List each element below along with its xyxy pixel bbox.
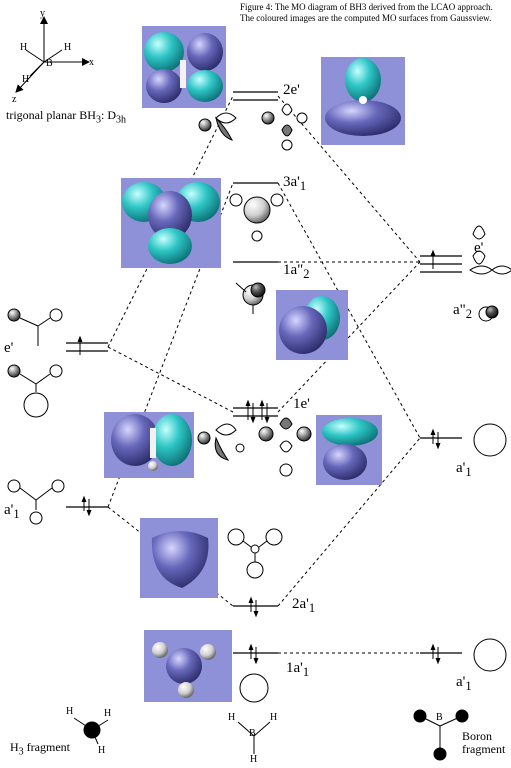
bh3-atom-h3: H bbox=[250, 754, 258, 765]
levels-h3 bbox=[66, 342, 108, 508]
figure-caption: Figure 4: The MO diagram of BH3 derived … bbox=[240, 2, 493, 23]
label-b-a1-low: a'1 bbox=[456, 674, 472, 693]
mo-surface-2a1 bbox=[140, 518, 218, 598]
mo-surface-1e-left bbox=[104, 412, 194, 478]
mo-surface-1e-right bbox=[316, 415, 382, 485]
ao-cartoons bbox=[7, 103, 511, 703]
axis-z-label: z bbox=[12, 94, 17, 105]
label-h3-a1: a'1 bbox=[4, 502, 20, 521]
molecule-label: trigonal planar BH3: D3h bbox=[6, 108, 126, 126]
h3-atom-h1: H bbox=[66, 706, 74, 717]
h3-fragment-label: H3 fragment bbox=[10, 740, 70, 758]
boron-atom-label: B bbox=[436, 712, 443, 723]
label-b-a2: a"2 bbox=[453, 302, 473, 321]
mo-surface-2e-right bbox=[321, 57, 405, 145]
mo-surface-2e-left bbox=[142, 26, 226, 108]
bh3-atom-b: B bbox=[249, 728, 256, 739]
bottom-molecules bbox=[73, 709, 469, 761]
axis-y-label: y bbox=[40, 8, 45, 19]
label-b-a1-2s: a'1 bbox=[456, 460, 472, 479]
axis-boron-label: B bbox=[46, 58, 53, 69]
levels-boron bbox=[420, 255, 462, 654]
mo-surface-1a2 bbox=[276, 290, 348, 360]
axis-h-label-2: H bbox=[64, 42, 72, 53]
mo-surface-1a1 bbox=[144, 630, 232, 702]
label-1a1: 1a'1 bbox=[286, 660, 310, 679]
label-1a2: 1a"2 bbox=[283, 262, 310, 281]
label-3a1: 3a'1 bbox=[283, 174, 307, 193]
label-b-e: e' bbox=[474, 240, 484, 256]
h3-atom-h2: H bbox=[104, 708, 112, 719]
axis-x-label: x bbox=[89, 57, 94, 68]
h3-atom-h3: H bbox=[98, 745, 106, 756]
axes-icon bbox=[15, 16, 90, 93]
axis-h-label-3: H bbox=[22, 74, 30, 85]
label-2a1: 2a'1 bbox=[292, 596, 316, 615]
mo-surface-3a1 bbox=[121, 178, 221, 268]
bh3-atom-h2: H bbox=[270, 712, 278, 723]
label-1e: 1e' bbox=[293, 396, 310, 412]
bh3-atom-h1: H bbox=[228, 712, 236, 723]
axis-h-label-1: H bbox=[20, 42, 28, 53]
electron-arrows bbox=[77, 249, 441, 665]
label-h3-e: e' bbox=[4, 340, 14, 356]
label-2e: 2e' bbox=[283, 82, 300, 98]
